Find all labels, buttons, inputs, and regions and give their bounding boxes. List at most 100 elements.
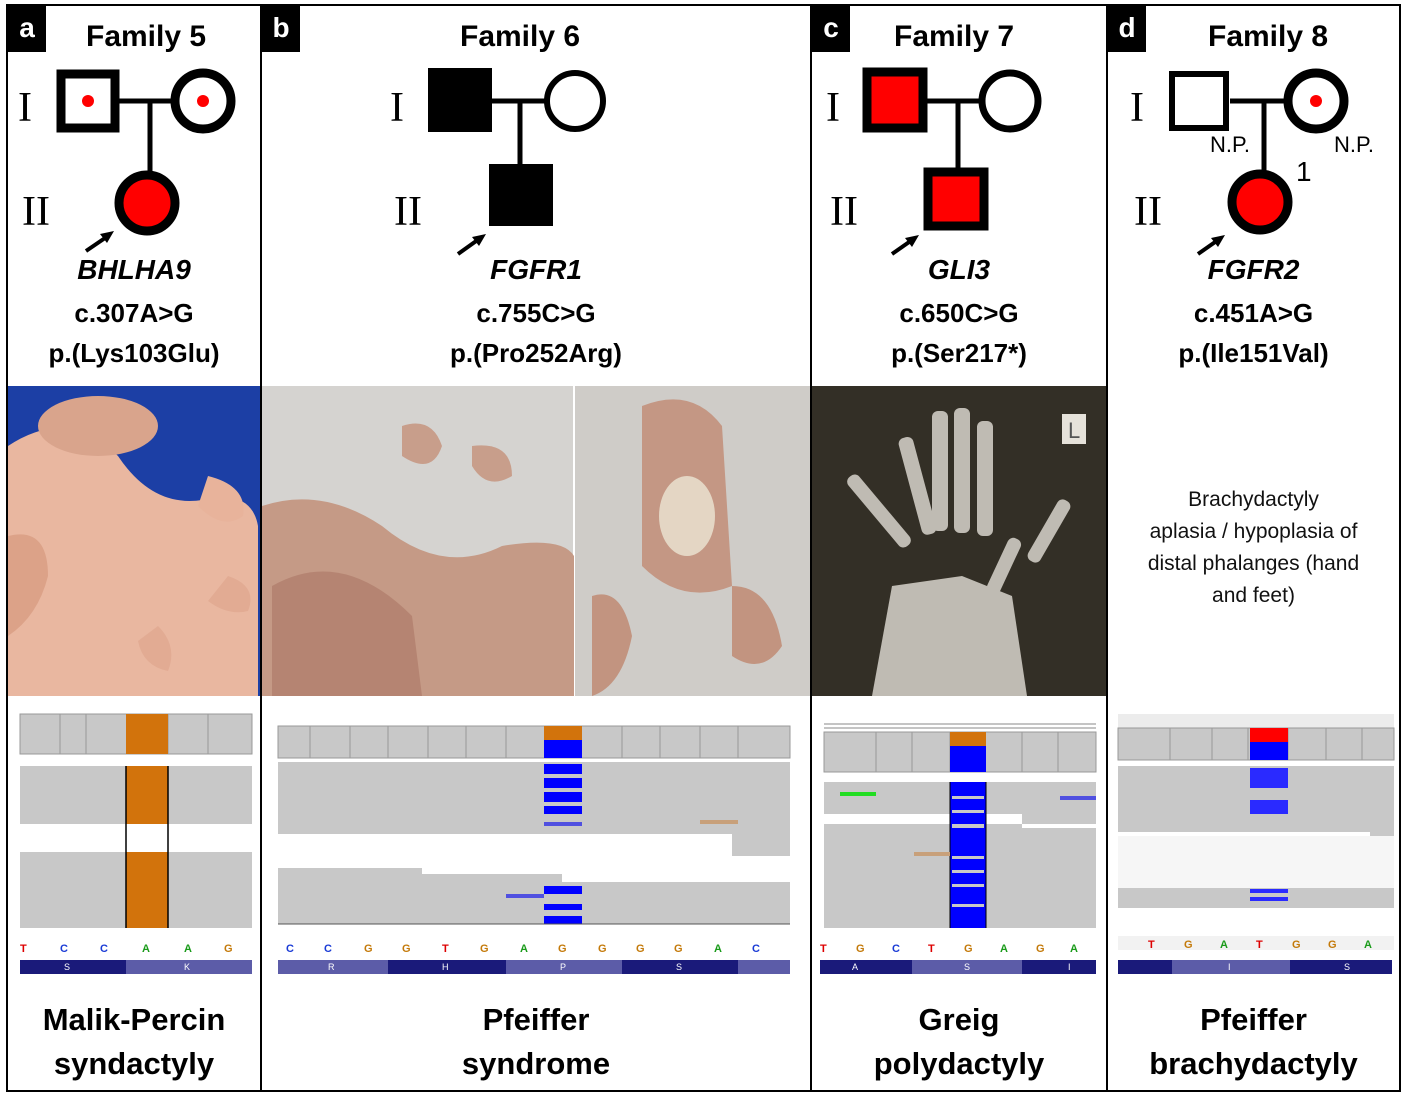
cdna-variant: c.755C>G bbox=[476, 298, 596, 328]
base-label: C bbox=[752, 943, 760, 955]
base-label: A bbox=[1070, 943, 1078, 955]
igv-view: T C C A A G S K bbox=[19, 713, 253, 974]
base-label: G bbox=[598, 943, 607, 955]
pedigree bbox=[56, 68, 236, 253]
diagnosis: Pfeiffer syndrome bbox=[262, 998, 810, 1086]
aa-label: S bbox=[64, 962, 70, 972]
diagnosis-line: Greig bbox=[918, 1002, 1000, 1037]
generation-ii-label: II bbox=[394, 189, 422, 235]
diagnosis: Pfeiffer brachydactyly bbox=[1108, 998, 1399, 1086]
family-title: Family 6 bbox=[460, 20, 581, 53]
base-label: T bbox=[928, 943, 935, 955]
base-label: G bbox=[480, 943, 489, 955]
generation-i-label: I bbox=[1130, 85, 1144, 131]
base-label: C bbox=[100, 943, 108, 955]
base-label: C bbox=[324, 943, 332, 955]
panel-label: d bbox=[1108, 6, 1146, 52]
family-title: Family 5 bbox=[86, 20, 207, 53]
gene-name: FGFR1 bbox=[490, 254, 582, 285]
phenotype-line: Brachydactyly bbox=[1188, 488, 1319, 511]
diagnosis-line: syndrome bbox=[461, 1046, 611, 1081]
protein-variant: p.(Ile151Val) bbox=[1178, 338, 1329, 368]
base-label: T bbox=[1256, 939, 1263, 951]
diagnosis-line: brachydactyly bbox=[1149, 1046, 1358, 1081]
phenotype-line: distal phalanges (hand bbox=[1147, 552, 1360, 575]
aa-label: S bbox=[1344, 962, 1350, 972]
protein-variant: p.(Lys103Glu) bbox=[48, 338, 220, 368]
affected-proband bbox=[1227, 169, 1293, 235]
not-performed-label: N.P. bbox=[1210, 132, 1250, 157]
family-title: Family 7 bbox=[894, 20, 1015, 53]
diagnosis-line: Pfeiffer bbox=[1200, 1002, 1307, 1037]
generation-i-label: I bbox=[18, 85, 32, 131]
gene-name: FGFR2 bbox=[1207, 254, 1300, 285]
diagnosis-line: polydactyly bbox=[873, 1046, 1045, 1081]
panel-label: a bbox=[8, 6, 46, 52]
base-label: G bbox=[674, 943, 683, 955]
base-label: G bbox=[856, 943, 865, 955]
diagnosis-line: Malik-Percin bbox=[42, 1002, 226, 1037]
base-label: C bbox=[892, 943, 900, 955]
aa-label: I bbox=[1228, 962, 1231, 972]
base-label: G bbox=[1036, 943, 1045, 955]
carrier-father bbox=[56, 69, 120, 133]
affected-proband bbox=[489, 164, 553, 226]
protein-variant: p.(Ser217*) bbox=[891, 338, 1027, 368]
phenotype-line: and feet) bbox=[1212, 584, 1295, 607]
aa-label: S bbox=[676, 962, 682, 972]
aa-label: R bbox=[328, 962, 335, 972]
base-label: G bbox=[1292, 939, 1301, 951]
base-label: G bbox=[364, 943, 373, 955]
base-label: G bbox=[224, 943, 233, 955]
family-title: Family 8 bbox=[1208, 20, 1329, 53]
base-label: G bbox=[558, 943, 567, 955]
base-label: G bbox=[636, 943, 645, 955]
base-label: A bbox=[1364, 939, 1372, 951]
aa-label: S bbox=[964, 962, 970, 972]
base-label: A bbox=[184, 943, 192, 955]
not-performed-label: N.P. bbox=[1334, 132, 1374, 157]
gene-name: BHLHA9 bbox=[77, 254, 191, 285]
diagnosis: Greig polydactyly bbox=[812, 998, 1106, 1086]
base-label: A bbox=[1220, 939, 1228, 951]
base-label: T bbox=[20, 943, 27, 955]
diagnosis-line: syndactyly bbox=[53, 1046, 215, 1081]
hand-xray: L bbox=[812, 386, 1106, 696]
cdna-variant: c.307A>G bbox=[74, 298, 194, 328]
pedigree bbox=[862, 67, 1042, 256]
base-label: G bbox=[402, 943, 411, 955]
hand-photo bbox=[8, 386, 260, 696]
aa-label: H bbox=[442, 962, 449, 972]
diagnosis-line: Pfeiffer bbox=[482, 1002, 590, 1037]
base-label: A bbox=[142, 943, 150, 955]
base-label: C bbox=[60, 943, 68, 955]
generation-ii-label: II bbox=[1134, 189, 1162, 235]
generation-ii-label: II bbox=[830, 189, 858, 235]
base-label: G bbox=[1328, 939, 1337, 951]
panel-c: c Family 7 I II GLI3 c.650C>G p.(Ser217*… bbox=[810, 4, 1108, 1092]
base-label: A bbox=[520, 943, 528, 955]
xray-side-marker: L bbox=[1068, 418, 1080, 443]
phenotype-line: aplasia / hypoplasia of bbox=[1149, 520, 1358, 543]
aa-label: P bbox=[560, 962, 566, 972]
panel-label: c bbox=[812, 6, 850, 52]
panel-a: a Family 5 I II BHLHA9 c.307A>G p.(Lys10… bbox=[6, 4, 262, 1092]
protein-variant: p.(Pro252Arg) bbox=[450, 338, 622, 368]
panel-label: b bbox=[262, 6, 300, 52]
phenotype-description: Brachydactyly aplasia / hypoplasia of di… bbox=[1108, 484, 1399, 612]
base-label: T bbox=[1148, 939, 1155, 951]
panel-b: b Family 6 I II FGFR1 c.755C>G p.(Pro252… bbox=[260, 4, 812, 1092]
igv-view: T G A T G G A I S bbox=[1117, 714, 1395, 974]
base-label: A bbox=[1000, 943, 1008, 955]
affected-proband bbox=[923, 167, 989, 231]
base-label: G bbox=[964, 943, 973, 955]
generation-ii-label: II bbox=[22, 189, 50, 235]
gene-name: GLI3 bbox=[927, 254, 991, 285]
diagnosis: Malik-Percin syndactyly bbox=[8, 998, 260, 1086]
individual-number: 1 bbox=[1296, 156, 1312, 187]
aa-label: K bbox=[184, 962, 190, 972]
unaffected-mother bbox=[978, 69, 1042, 133]
base-label: A bbox=[714, 943, 722, 955]
base-label: C bbox=[286, 943, 294, 955]
